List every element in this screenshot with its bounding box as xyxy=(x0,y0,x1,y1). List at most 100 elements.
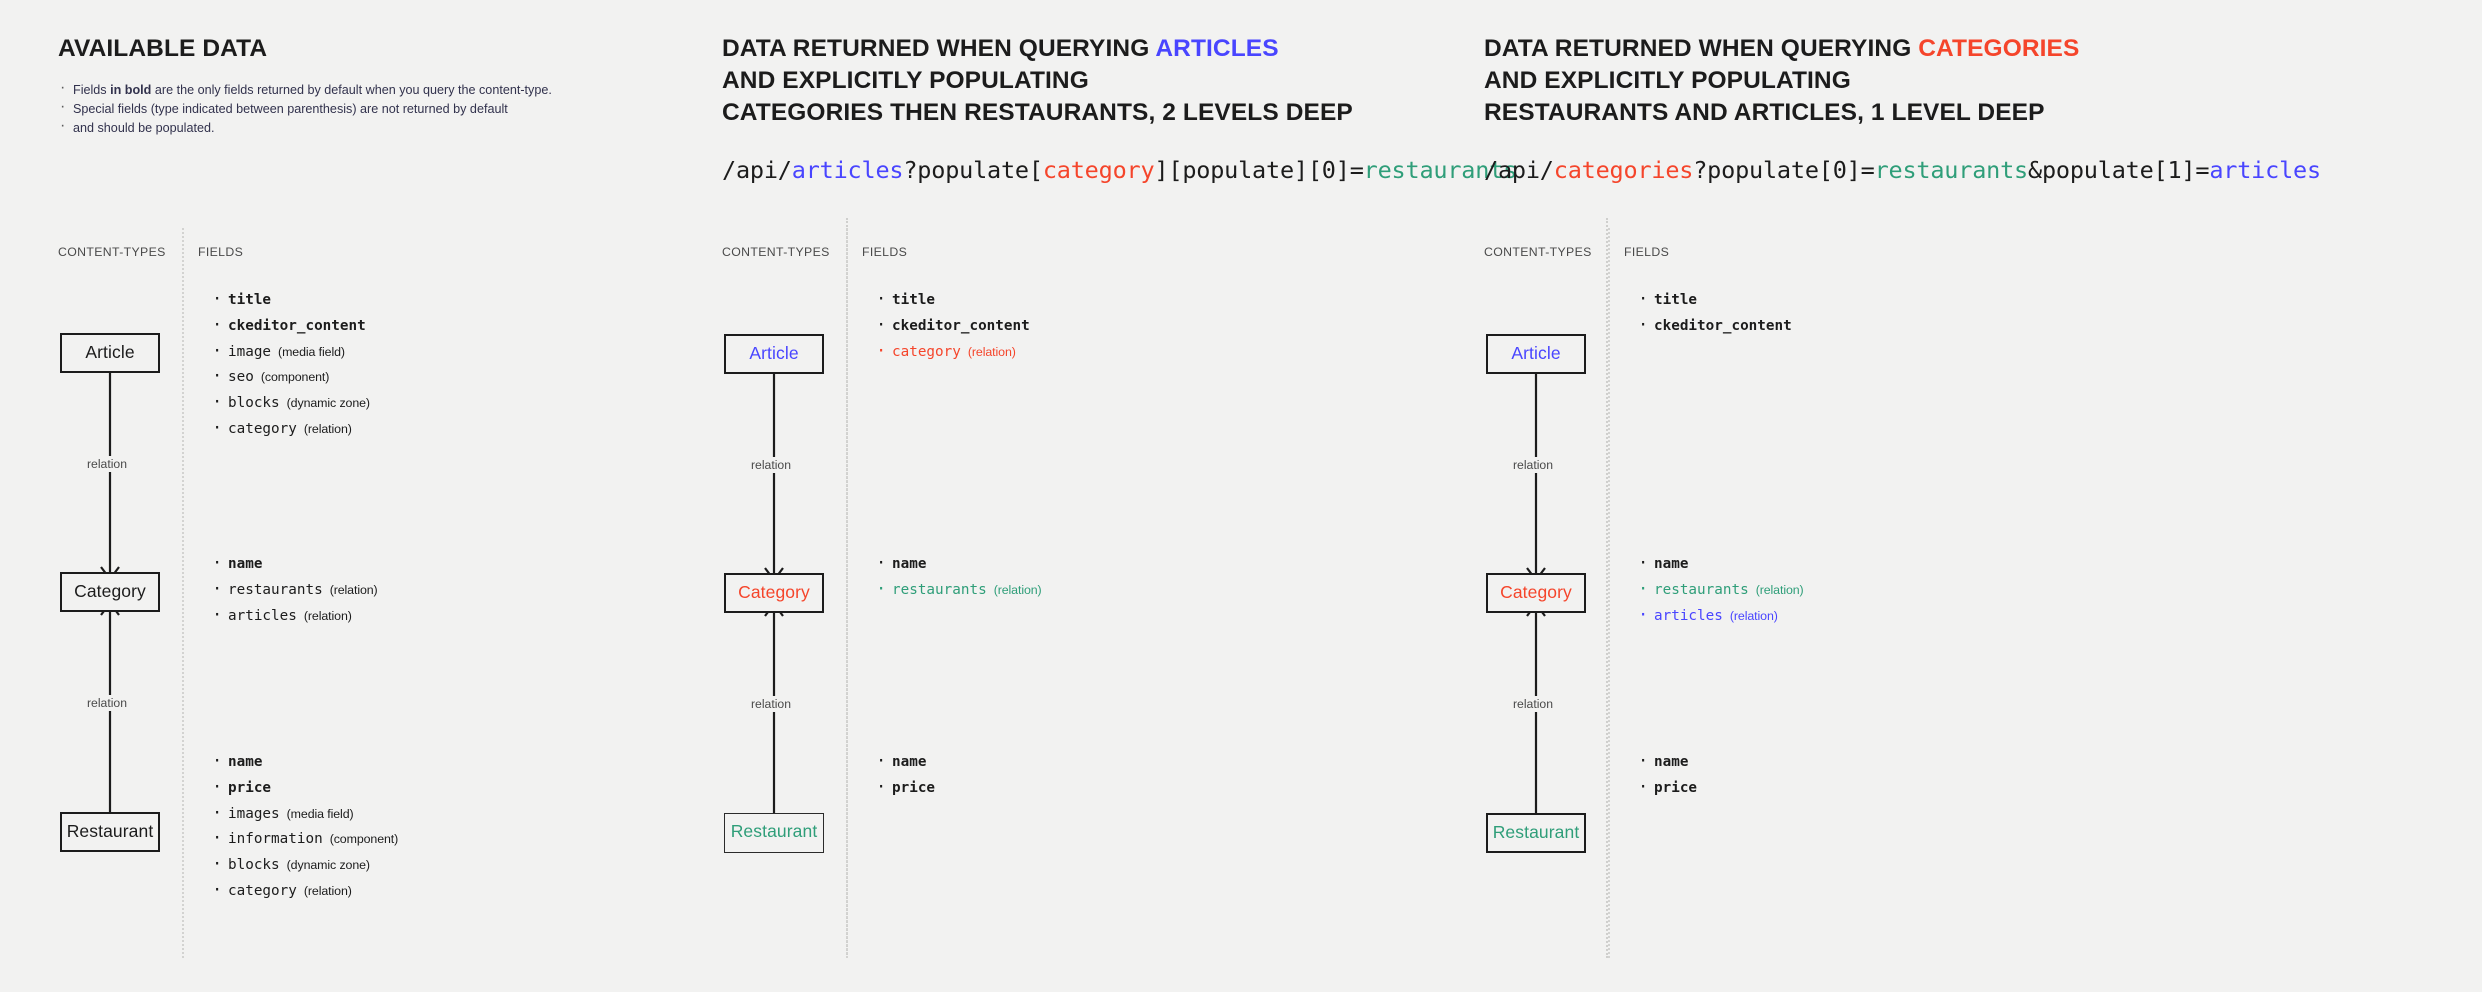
page-title-accent: CATEGORIES xyxy=(1918,35,2080,62)
inner-divider xyxy=(846,228,848,958)
field-name: name xyxy=(892,754,927,770)
field-name: title xyxy=(892,292,936,308)
field-name: seo xyxy=(228,369,254,386)
relation-label: relation xyxy=(1508,696,1558,712)
page-title-line2: AND EXPLICITLY POPULATING xyxy=(1484,67,1851,94)
field-item: name xyxy=(210,749,398,776)
field-name: name xyxy=(892,556,927,572)
node-article[interactable]: Article xyxy=(1486,334,1586,374)
query-segment: ?populate[ xyxy=(903,156,1043,184)
page-title-accent: ARTICLES xyxy=(1155,35,1279,62)
field-item: category(relation) xyxy=(874,339,1030,366)
api-query-string: /api/categories?populate[0]=restaurants&… xyxy=(1484,155,2384,185)
field-item: price xyxy=(874,775,936,802)
field-type: (relation) xyxy=(1755,582,1804,597)
field-name: category xyxy=(892,343,961,360)
field-name: title xyxy=(228,292,272,308)
field-item: restaurants(relation) xyxy=(210,577,378,604)
node-restaurant[interactable]: Restaurant xyxy=(724,813,824,853)
column-label-fields: FIELDS xyxy=(1624,245,1670,259)
field-name: name xyxy=(1654,754,1689,770)
query-segment: restaurants xyxy=(1363,156,1518,184)
legend-text-bold: in bold xyxy=(110,83,152,97)
field-item: name xyxy=(874,749,935,776)
query-segment: restaurants xyxy=(1874,156,2029,184)
query-segment: ?populate[0]= xyxy=(1693,156,1875,184)
page-title: AVAILABLE DATA xyxy=(58,33,698,65)
field-name: ckeditor_content xyxy=(1654,317,1792,334)
field-name: blocks xyxy=(228,857,280,874)
field-item: images(media field) xyxy=(210,801,398,828)
query-segment: category xyxy=(1042,156,1155,184)
panel-header: AVAILABLE DATA Fields in bold are the on… xyxy=(58,33,698,138)
field-name: price xyxy=(892,779,936,796)
field-item: seo(component) xyxy=(210,364,370,391)
field-name: restaurants xyxy=(892,581,987,598)
field-item: category(relation) xyxy=(210,416,370,443)
field-item: name xyxy=(1636,551,1804,578)
query-segment: ][populate][0]= xyxy=(1154,156,1364,184)
field-type: (component) xyxy=(329,832,399,847)
column-label-fields: FIELDS xyxy=(862,245,908,259)
field-name: title xyxy=(1654,292,1698,308)
legend-text-post: are the only fields returned by default … xyxy=(151,83,552,97)
field-item: ckeditor_content xyxy=(874,313,1030,340)
node-article[interactable]: Article xyxy=(724,334,824,374)
field-item: title xyxy=(210,287,370,314)
field-type: (media field) xyxy=(278,344,345,359)
field-item: restaurants(relation) xyxy=(874,577,1042,604)
field-list-restaurant: namepriceimages(media field)information(… xyxy=(210,749,399,905)
field-name: price xyxy=(228,779,272,796)
field-list-category: name restaurants (relation) articles (relati… xyxy=(1636,551,1804,629)
panel-query-articles: DATA RETURNED WHEN QUERYING ARTICLES AND… xyxy=(722,0,1517,992)
page-title: DATA RETURNED WHEN QUERYING CATEGORIES xyxy=(1484,33,2384,65)
field-type: (relation) xyxy=(1729,608,1778,623)
field-name: name xyxy=(1654,556,1689,572)
node-restaurant[interactable]: Restaurant xyxy=(1486,813,1586,853)
relation-label: relation xyxy=(1508,457,1558,473)
field-name: image xyxy=(228,343,272,360)
relation-label: relation xyxy=(82,695,132,711)
panel-header: DATA RETURNED WHEN QUERYING ARTICLES AND… xyxy=(722,33,1622,185)
field-item: ckeditor_content xyxy=(210,313,370,340)
field-name: restaurants xyxy=(1654,581,1749,598)
node-restaurant[interactable]: Restaurant xyxy=(60,812,160,852)
node-label: Restaurant xyxy=(1492,822,1580,842)
page-title: DATA RETURNED WHEN QUERYING ARTICLES xyxy=(722,33,1622,65)
field-list-article: title ckeditor_content xyxy=(1636,287,1792,340)
legend-list: Fields in bold are the only fields retur… xyxy=(58,79,698,137)
legend-text-pre: Fields xyxy=(73,83,111,97)
field-type: (relation) xyxy=(303,608,352,623)
legend-item-continuation: and should be populated. xyxy=(58,117,698,137)
query-segment: /api/ xyxy=(1484,156,1554,184)
node-label: Restaurant xyxy=(66,821,154,841)
node-category[interactable]: Category xyxy=(1486,573,1586,613)
field-item: image (media field) xyxy=(210,339,370,366)
query-segment: articles xyxy=(2209,156,2321,184)
field-item: name xyxy=(1636,749,1697,776)
node-label: Category xyxy=(1500,582,1572,602)
node-category[interactable]: Category xyxy=(724,573,824,613)
node-label: Article xyxy=(749,343,799,363)
field-item: articles (relation) xyxy=(210,603,378,630)
node-article[interactable]: Article xyxy=(60,333,160,373)
legend-item: Special fields (type indicated between p… xyxy=(58,98,698,118)
field-type: (relation) xyxy=(303,883,352,898)
field-list-category: namerestaurants(relation)articles(relati… xyxy=(210,551,378,630)
field-list-category: name restaurants(relation) xyxy=(874,551,1042,604)
page-title-prefix: DATA RETURNED WHEN QUERYING xyxy=(1484,35,1919,62)
query-segment: articles xyxy=(791,156,904,184)
node-label: Category xyxy=(74,581,146,601)
node-category[interactable]: Category xyxy=(60,572,160,612)
field-item: blocks(dynamic zone) xyxy=(210,852,398,879)
field-item: ckeditor_content xyxy=(1636,313,1792,340)
field-type: (relation) xyxy=(303,421,352,436)
page-title-line2: AND EXPLICITLY POPULATING xyxy=(722,67,1089,94)
page-title-line3: RESTAURANTS AND ARTICLES, 1 LEVEL DEEP xyxy=(1484,99,2045,126)
node-label: Category xyxy=(738,582,810,602)
field-item: title xyxy=(874,287,1030,314)
field-type: (relation) xyxy=(329,582,378,597)
field-name: articles xyxy=(1654,607,1723,624)
field-name: articles xyxy=(228,607,297,624)
legend-text-pre: Special fields (type indicated between p… xyxy=(73,102,508,116)
